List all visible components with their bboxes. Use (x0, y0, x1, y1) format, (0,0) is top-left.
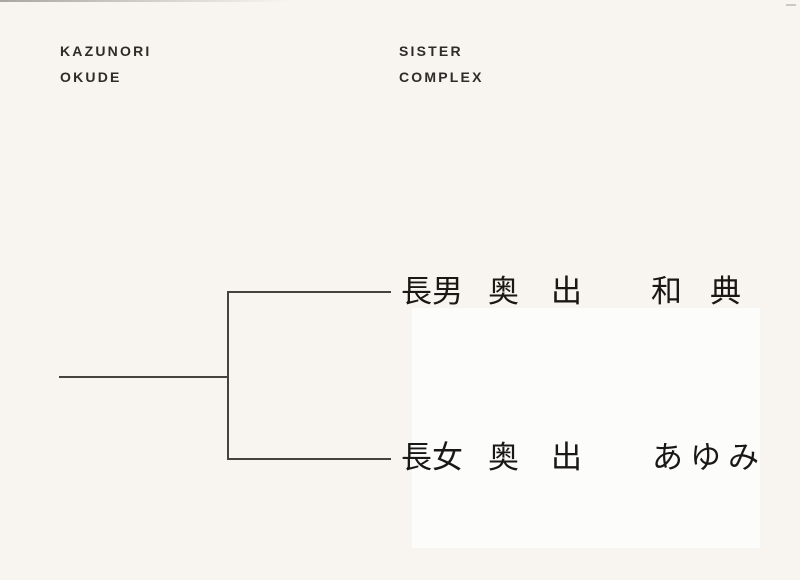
tree-trunk-line (59, 376, 228, 378)
scan-artifact-top-edge (0, 0, 290, 2)
author-line-1: KAZUNORI (60, 43, 152, 59)
tree-top-branch-line (227, 291, 391, 293)
surname-char-oku: 奥 (488, 274, 519, 309)
given-name-char-nori: 典 (710, 274, 741, 309)
paper-patch (412, 308, 760, 548)
tree-bottom-branch-line (227, 458, 391, 460)
surname-char-oku: 奥 (488, 440, 519, 475)
given-name-char-yu: ゆ (690, 440, 721, 475)
surname-char-de: 出 (551, 440, 582, 475)
given-name-char-kazu: 和 (651, 274, 682, 309)
author-name-block: KAZUNORI OKUDE (60, 38, 151, 90)
relation-label-eldest-daughter: 長女 (401, 440, 463, 475)
surname-char-de: 出 (551, 274, 582, 309)
relation-label-eldest-son: 長男 (401, 274, 463, 309)
author-line-2: OKUDE (60, 69, 122, 85)
title-line-2: COMPLEX (399, 69, 484, 85)
tree-vertical-connector (227, 291, 229, 459)
title-block: SISTER COMPLEX (399, 38, 484, 90)
given-name-char-mi: み (728, 440, 759, 475)
scan-artifact-top-right (786, 4, 796, 6)
title-line-1: SISTER (399, 43, 463, 59)
given-name-char-a: あ (652, 440, 683, 475)
